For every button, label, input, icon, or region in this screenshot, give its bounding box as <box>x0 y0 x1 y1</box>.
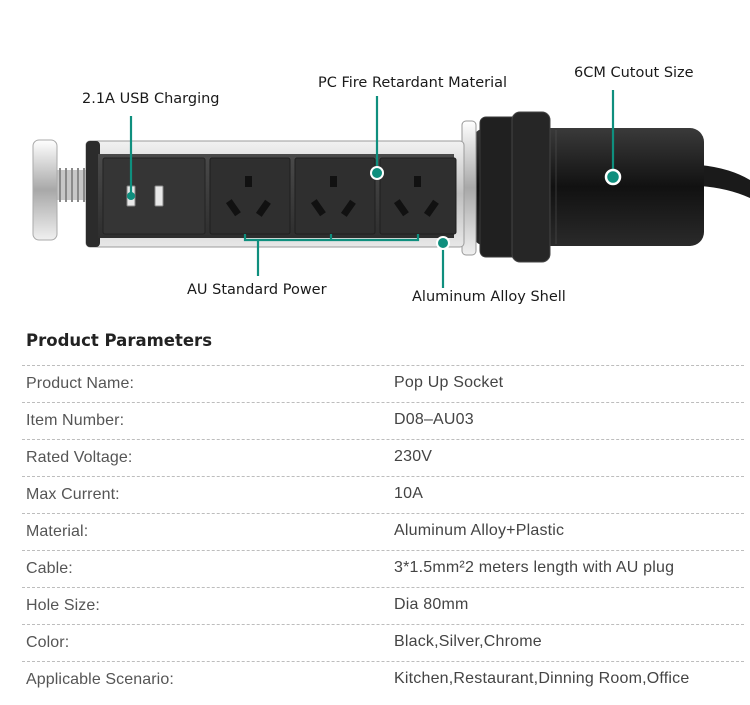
param-label: Rated Voltage: <box>26 449 133 466</box>
param-row: Cable: 3*1.5mm²2 meters length with AU p… <box>22 550 744 587</box>
param-label: Product Name: <box>26 375 135 392</box>
section-title: Product Parameters <box>26 331 213 350</box>
callout-dots <box>127 166 622 250</box>
param-row: Product Name: Pop Up Socket <box>22 365 744 402</box>
param-row: Hole Size: Dia 80mm <box>22 587 744 624</box>
param-label: Max Current: <box>26 486 120 503</box>
au-outlet-3 <box>379 157 457 235</box>
param-label: Hole Size: <box>26 597 100 614</box>
power-cable <box>700 165 750 198</box>
param-row: Rated Voltage: 230V <box>22 439 744 476</box>
param-value: D08–AU03 <box>394 411 474 428</box>
param-value: Dia 80mm <box>394 596 469 613</box>
callout-aluminum-shell: Aluminum Alloy Shell <box>412 289 566 305</box>
callout-lines <box>129 90 615 288</box>
au-outlet-1 <box>209 157 291 235</box>
usb-module <box>102 157 206 235</box>
param-row: Max Current: 10A <box>22 476 744 513</box>
callout-pc-fire-retardant: PC Fire Retardant Material <box>318 75 508 91</box>
end-cap <box>86 141 100 247</box>
product-diagram: 2.1A USB Charging PC Fire Retardant Mate… <box>0 0 750 320</box>
param-label: Applicable Scenario: <box>26 671 174 688</box>
chrome-knob <box>32 139 58 241</box>
pop-up-socket-illustration <box>32 90 750 288</box>
parameters-table: Product Name: Pop Up Socket Item Number:… <box>22 365 744 698</box>
param-value: Kitchen,Restaurant,Dinning Room,Office <box>394 670 690 687</box>
param-label: Item Number: <box>26 412 125 429</box>
param-row: Color: Black,Silver,Chrome <box>22 624 744 661</box>
callout-usb-charging: 2.1A USB Charging <box>82 91 220 107</box>
param-label: Material: <box>26 523 89 540</box>
param-row: Material: Aluminum Alloy+Plastic <box>22 513 744 550</box>
param-label: Color: <box>26 634 70 651</box>
param-value: Black,Silver,Chrome <box>394 633 542 650</box>
param-value: 3*1.5mm²2 meters length with AU plug <box>394 559 675 576</box>
param-label: Cable: <box>26 560 73 577</box>
param-row: Item Number: D08–AU03 <box>22 402 744 439</box>
param-value: Aluminum Alloy+Plastic <box>394 522 565 539</box>
param-row: Applicable Scenario: Kitchen,Restaurant,… <box>22 661 744 698</box>
param-value: 10A <box>394 485 424 502</box>
param-value: 230V <box>394 448 433 465</box>
au-outlet-2 <box>294 157 376 235</box>
param-value: Pop Up Socket <box>394 374 504 391</box>
usb-port-2 <box>154 185 164 207</box>
callout-au-standard-power: AU Standard Power <box>187 282 327 298</box>
callout-cutout-size: 6CM Cutout Size <box>574 65 694 81</box>
